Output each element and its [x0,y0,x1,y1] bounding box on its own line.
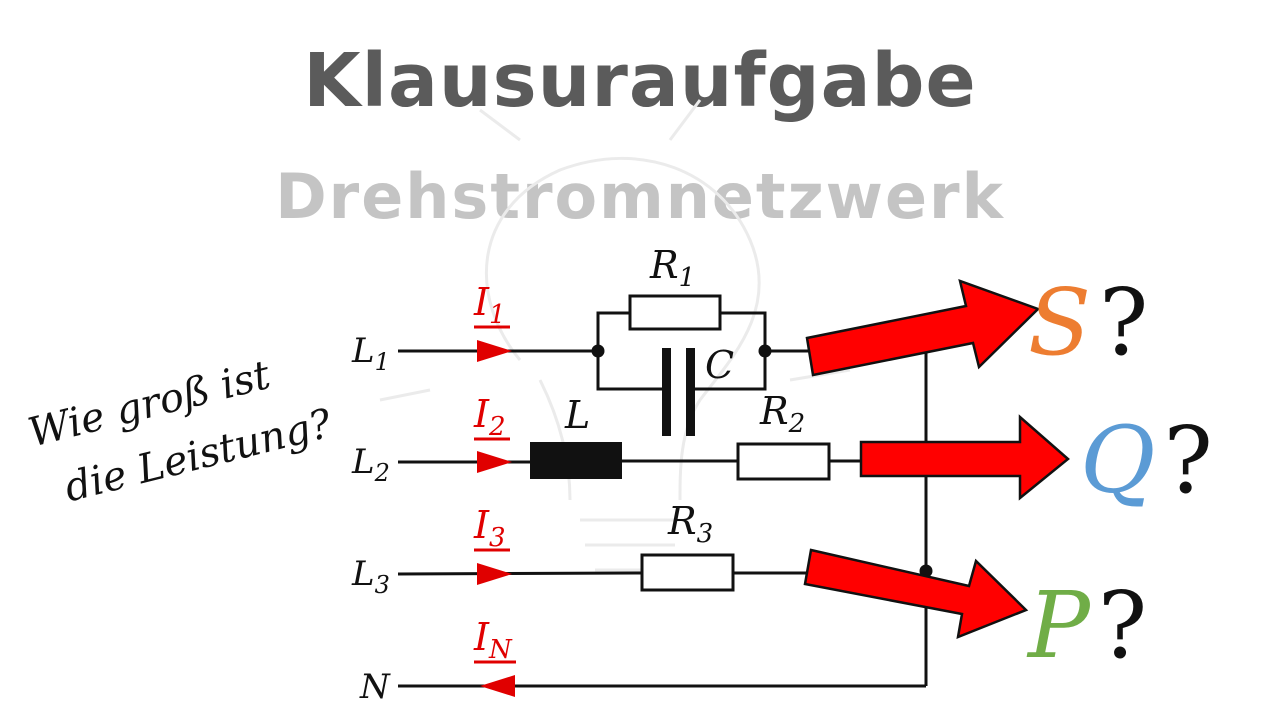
line-label-n: N [359,667,391,707]
junction-dot [758,344,772,358]
line-label-l3: L3 [351,554,390,599]
current-label-in: IN [473,615,516,665]
result-arrow-s [805,279,1041,377]
current-label-i3: I3 [473,503,510,553]
current-label-i2: I2 [473,392,510,442]
svg-text:IN: IN [473,615,513,665]
component-label-r1: R1 [649,243,695,293]
component-label-l: L [564,393,590,437]
inductor-l [530,442,622,479]
svg-text:I2: I2 [473,392,506,442]
result-p: P? [1026,572,1147,679]
svg-text:I3: I3 [473,503,506,553]
current-arrow-in [480,675,515,697]
line-label-l1: L1 [351,331,390,376]
current-arrow-i1 [477,340,512,362]
component-label-r2: R2 [759,389,805,439]
result-q: Q? [1080,407,1213,514]
capacitor-c [662,348,695,436]
component-label-c: C [705,343,734,387]
page-title: Klausuraufgabe [303,38,977,124]
component-label-r3: R3 [667,499,713,549]
result-arrow-p [803,548,1029,639]
question-text: Wie groß ist die Leistung? [24,352,337,512]
current-arrow-i3 [477,563,512,585]
resistor-r1 [628,294,722,331]
junction-dot [591,344,605,358]
result-arrow-q [859,414,1070,501]
lightbulb-sketch-icon [379,99,851,572]
resistor-r2 [736,442,831,481]
current-arrows [477,340,515,697]
svg-text:I1: I1 [473,280,506,330]
current-label-i1: I1 [473,280,510,330]
line-label-l2: L2 [351,442,390,487]
resistor-r3 [640,553,735,592]
current-arrow-i2 [477,451,512,473]
page-subtitle: Drehstromnetzwerk [275,160,1005,233]
result-s: S? [1028,269,1148,376]
